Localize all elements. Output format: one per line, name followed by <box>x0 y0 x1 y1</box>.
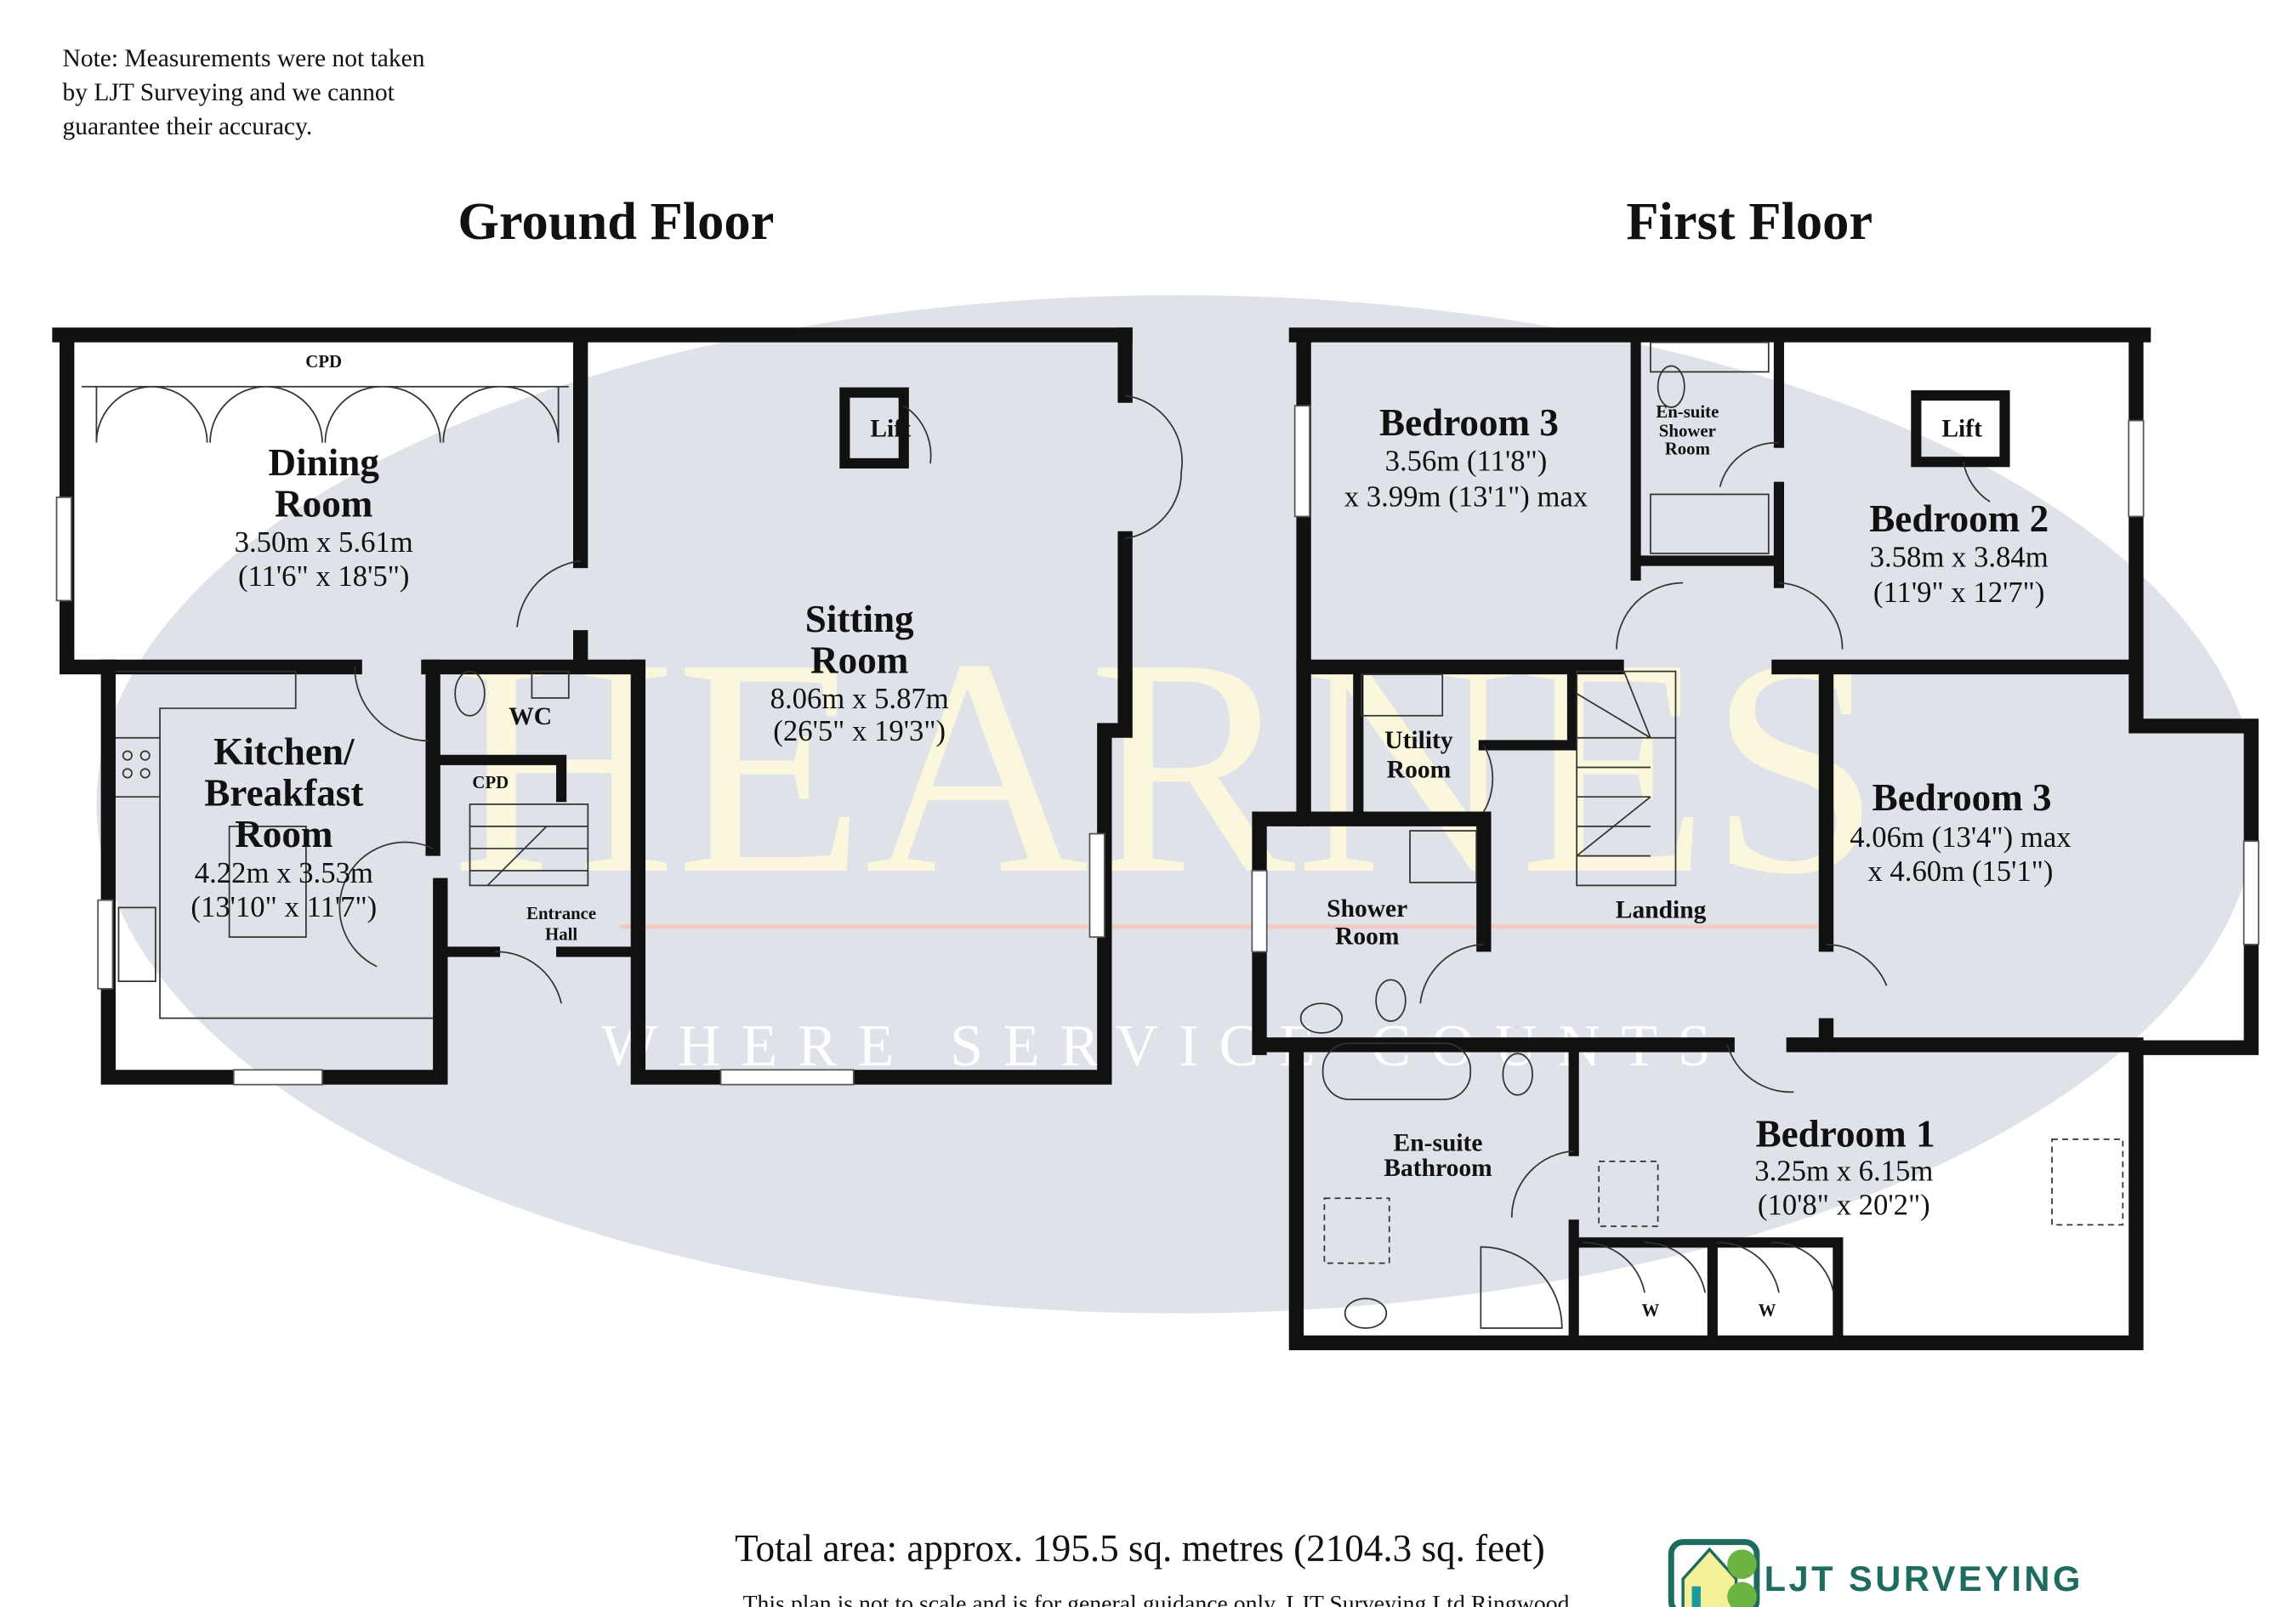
bedroom-3-dims: 3.56m (11'8") <box>1385 445 1548 478</box>
kitchen-dims: 4.22m x 3.53m <box>195 856 373 889</box>
ground-floor-walls <box>52 327 1183 1086</box>
cpd-label: CPD <box>305 351 342 372</box>
ensuite-bathroom-name: Bathroom <box>1384 1155 1492 1182</box>
sitting-room-dims: 8.06m x 5.87m <box>770 682 949 715</box>
ensuite-bathroom-name: En-suite <box>1394 1130 1483 1157</box>
sitting-room-name: Sitting <box>805 598 914 640</box>
kitchen-dims: (13'10" x 11'7") <box>190 890 377 923</box>
entrance-hall-name: Entrance <box>526 903 596 923</box>
dining-room-dims: 3.50m x 5.61m <box>235 525 413 559</box>
kitchen-name: Breakfast <box>204 772 363 815</box>
sitting-room-dims: (26'5" x 19'3") <box>773 714 946 747</box>
ensuite-shower-name: Shower <box>1659 421 1716 441</box>
bedroom-1-dims: 3.25m x 6.15m <box>1754 1154 1933 1187</box>
ground-floor-title: Ground Floor <box>457 191 774 251</box>
kitchen-name: Room <box>235 813 332 855</box>
utility-room-name: Utility <box>1384 727 1453 754</box>
note-line: by LJT Surveying and we cannot <box>63 79 395 106</box>
logo-text: LJT SURVEYING <box>1765 1559 2083 1598</box>
first-floor-title: First Floor <box>1626 191 1873 251</box>
bedroom-2-dims: 3.58m x 3.84m <box>1870 540 2049 573</box>
landing-name: Landing <box>1616 897 1707 924</box>
bedroom-3-dims: 4.06m (13'4") max <box>1850 821 2071 854</box>
bedroom-2-name: Bedroom 2 <box>1869 497 2049 540</box>
cpd-label: CPD <box>472 772 509 792</box>
bedroom-3-dims: x 4.60m (15'1") <box>1867 855 2053 888</box>
bedroom-3-name: Bedroom 3 <box>1379 401 1559 444</box>
dining-room-dims: (11'6" x 18'5") <box>238 559 409 593</box>
note-line: Note: Measurements were not taken <box>63 45 425 72</box>
first-floor-walls <box>1251 327 2259 1351</box>
ljt-logo: LJT SURVEYING <box>1668 1539 2083 1607</box>
ensuite-shower-name: En-suite <box>1656 401 1719 422</box>
wardrobe-label: W <box>1759 1300 1776 1320</box>
watermark-brand: HEARNES <box>452 594 1881 938</box>
disclaimer: This plan is not to scale and is for gen… <box>743 1591 1570 1607</box>
lift-label: Lift <box>1941 416 1982 443</box>
house-logo-icon <box>1668 1539 1760 1607</box>
ensuite-shower-name: Room <box>1665 439 1710 459</box>
note-line: guarantee their accuracy. <box>63 113 313 140</box>
bedroom-1-dims: (10'8" x 20'2") <box>1758 1188 1930 1221</box>
wc-label: WC <box>509 703 552 730</box>
bedroom-2-dims: (11'9" x 12'7") <box>1873 576 2044 609</box>
sitting-room-name: Room <box>810 639 908 681</box>
lift-label: Lift <box>870 416 911 443</box>
bedroom-1-name: Bedroom 1 <box>1756 1113 1935 1156</box>
dining-room-name: Room <box>275 482 372 525</box>
total-area: Total area: approx. 195.5 sq. metres (21… <box>735 1527 1545 1570</box>
shower-room-name: Shower <box>1327 895 1407 923</box>
utility-room-name: Room <box>1387 757 1452 784</box>
kitchen-name: Kitchen/ <box>213 730 355 773</box>
shower-room-name: Room <box>1335 923 1400 951</box>
bedroom-3-dims: x 3.99m (13'1") max <box>1344 480 1588 513</box>
entrance-hall-name: Hall <box>545 924 577 945</box>
dining-room-name: Dining <box>269 441 380 484</box>
bedroom-3-name: Bedroom 3 <box>1873 776 2052 819</box>
wardrobe-label: W <box>1642 1300 1660 1320</box>
